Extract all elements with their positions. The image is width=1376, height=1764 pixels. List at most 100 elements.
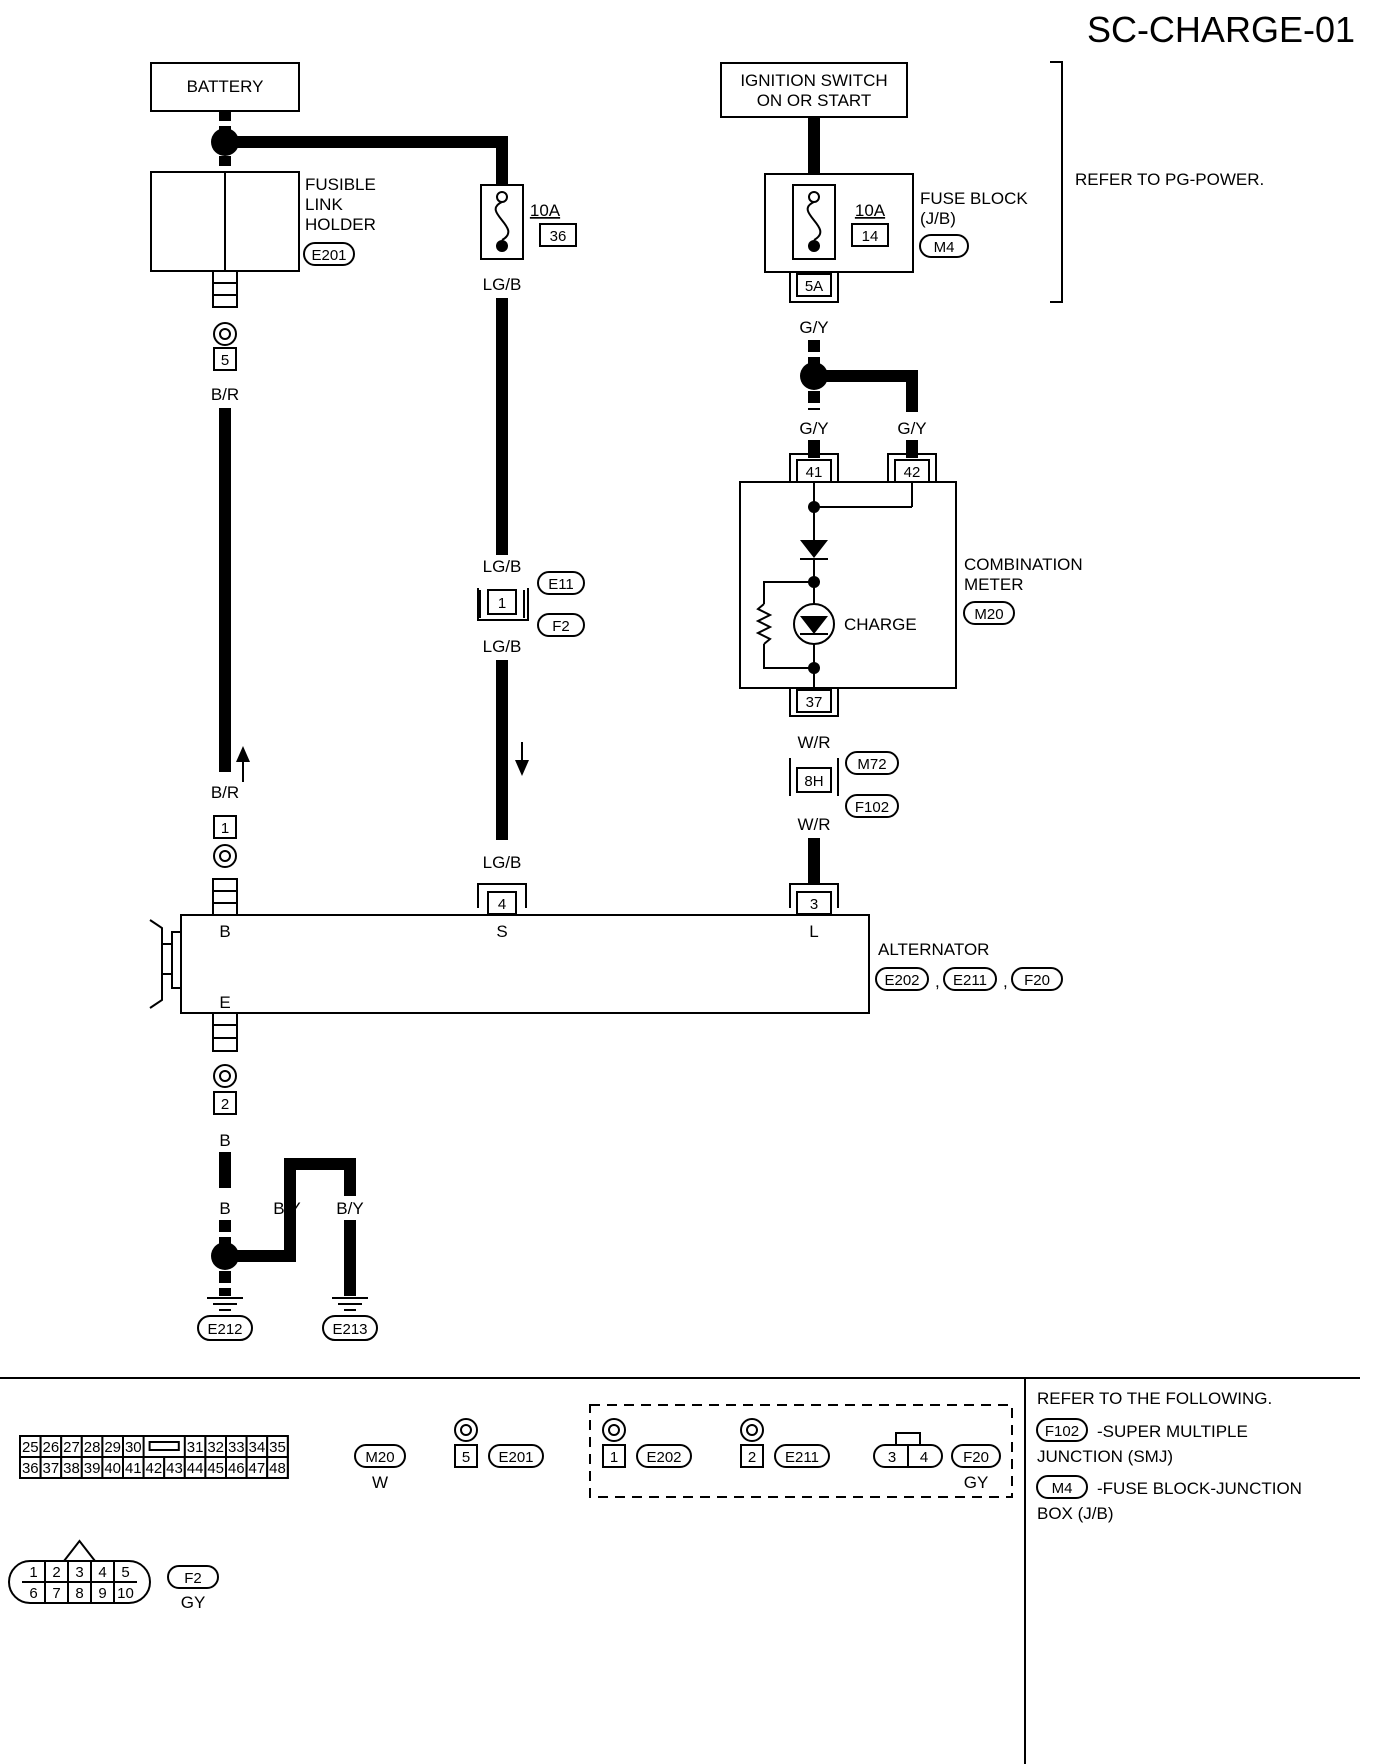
svg-text:M4: M4 (934, 239, 955, 256)
e201-face: 5 E201 (454, 1418, 544, 1468)
m20-pin: 37 (43, 1460, 60, 1477)
f2-pin: 3 (75, 1564, 83, 1581)
m20-pin: 34 (249, 1439, 266, 1456)
m20-pin: 31 (187, 1439, 204, 1456)
svg-text:3: 3 (810, 896, 818, 913)
m20-pin: 30 (125, 1439, 142, 1456)
svg-text:G/Y: G/Y (799, 419, 828, 438)
ignition-switch: IGNITION SWITCH ON OR START (720, 62, 908, 118)
svg-text:COMBINATION: COMBINATION (964, 555, 1083, 574)
svg-text:2: 2 (748, 1449, 756, 1466)
svg-text:LG/B: LG/B (483, 275, 522, 294)
svg-text:,: , (935, 972, 940, 991)
current-arrow-up (236, 746, 250, 782)
svg-text:ALTERNATOR: ALTERNATOR (878, 940, 989, 959)
svg-text:L: L (809, 922, 818, 941)
svg-text:E211: E211 (785, 1449, 819, 1466)
f2-pin: 4 (98, 1564, 106, 1581)
svg-text:3: 3 (888, 1449, 896, 1466)
svg-text:B/Y: B/Y (336, 1199, 363, 1218)
diagram-id: SC-CHARGE-01 (1087, 9, 1355, 50)
svg-text:10A: 10A (855, 201, 886, 220)
f2-pin: 9 (98, 1585, 106, 1602)
m20-pin: 45 (207, 1460, 224, 1477)
svg-text:LINK: LINK (305, 195, 343, 214)
m20-pin: 28 (84, 1439, 101, 1456)
m20-pin: 32 (207, 1439, 224, 1456)
svg-text:F102: F102 (855, 799, 889, 816)
svg-text:CHARGE: CHARGE (844, 615, 917, 634)
svg-text:M72: M72 (857, 756, 886, 773)
svg-text:4: 4 (498, 896, 506, 913)
svg-text:B/R: B/R (211, 783, 239, 802)
svg-text:LG/B: LG/B (483, 557, 522, 576)
svg-text:,: , (1003, 972, 1008, 991)
m20-pin: 47 (249, 1460, 266, 1477)
svg-text:-FUSE BLOCK-JUNCTION: -FUSE BLOCK-JUNCTION (1097, 1479, 1302, 1498)
svg-text:E202: E202 (646, 1449, 681, 1466)
svg-text:W/R: W/R (797, 733, 830, 752)
svg-text:FUSIBLE: FUSIBLE (305, 175, 376, 194)
m20-pin: 42 (146, 1460, 163, 1477)
f2-pin: 2 (52, 1564, 60, 1581)
svg-text:G/Y: G/Y (799, 318, 828, 337)
ground-e212: E212 (197, 1297, 253, 1341)
svg-text:E202: E202 (884, 972, 919, 989)
f2-pin: 5 (121, 1564, 129, 1581)
ground-e213: E213 (322, 1297, 378, 1341)
current-arrow-down (515, 742, 529, 776)
svg-text:W/R: W/R (797, 815, 830, 834)
svg-text:41: 41 (806, 464, 823, 481)
f2-pin: 8 (75, 1585, 83, 1602)
m20-pin: 48 (269, 1460, 286, 1477)
f2-pin: 6 (29, 1585, 37, 1602)
m20-pin: 41 (125, 1460, 142, 1477)
m20-pin: 35 (269, 1439, 286, 1456)
svg-text:B: B (219, 922, 230, 941)
alternator: B S L E ALTERNATOR E202 , E211 , F20 (149, 914, 1063, 1014)
svg-text:B/R: B/R (211, 385, 239, 404)
svg-text:14: 14 (862, 228, 879, 245)
svg-text:1: 1 (221, 820, 229, 837)
e202-face: 1 E202 (602, 1418, 692, 1468)
svg-text:F2: F2 (184, 1570, 202, 1587)
m20-pin: 27 (63, 1439, 80, 1456)
svg-text:10A: 10A (530, 201, 561, 220)
fuse-block: 10A 14 FUSE BLOCK (J/B) M4 5A (764, 173, 1028, 303)
svg-text:E: E (219, 993, 230, 1012)
svg-text:S: S (496, 922, 507, 941)
svg-text:42: 42 (904, 464, 921, 481)
svg-text:LG/B: LG/B (483, 853, 522, 872)
m20-pin: 39 (84, 1460, 101, 1477)
m20-pin: 29 (104, 1439, 121, 1456)
svg-text:G/Y: G/Y (897, 419, 926, 438)
m20-pin: 36 (22, 1460, 39, 1477)
svg-text:BATTERY: BATTERY (187, 77, 264, 96)
f20-face: 3 4 F20 GY (873, 1432, 1001, 1492)
svg-text:F20: F20 (1024, 972, 1050, 989)
svg-text:W: W (372, 1473, 388, 1492)
svg-text:REFER TO PG-POWER.: REFER TO PG-POWER. (1075, 170, 1264, 189)
svg-text:M20: M20 (974, 606, 1003, 623)
svg-text:E201: E201 (311, 247, 346, 264)
svg-text:2: 2 (221, 1096, 229, 1113)
m20-pin: 26 (43, 1439, 60, 1456)
refer-following-notes: REFER TO THE FOLLOWING. F102 -SUPER MULT… (1036, 1389, 1302, 1523)
m20-pin: 33 (228, 1439, 245, 1456)
svg-text:5: 5 (462, 1449, 470, 1466)
f2-pin: 1 (29, 1564, 37, 1581)
svg-text:E211: E211 (953, 972, 987, 989)
svg-text:M4: M4 (1052, 1480, 1073, 1497)
svg-text:5: 5 (221, 352, 229, 369)
svg-text:GY: GY (964, 1473, 989, 1492)
svg-text:M20: M20 (365, 1449, 394, 1466)
m20-pin: 44 (187, 1460, 204, 1477)
svg-text:REFER TO THE FOLLOWING.: REFER TO THE FOLLOWING. (1037, 1389, 1272, 1408)
svg-text:5A: 5A (805, 278, 823, 295)
svg-text:F102: F102 (1045, 1423, 1079, 1440)
svg-text:B/Y: B/Y (273, 1199, 300, 1218)
svg-text:E213: E213 (332, 1321, 367, 1338)
svg-text:IGNITION SWITCH: IGNITION SWITCH (740, 71, 887, 90)
